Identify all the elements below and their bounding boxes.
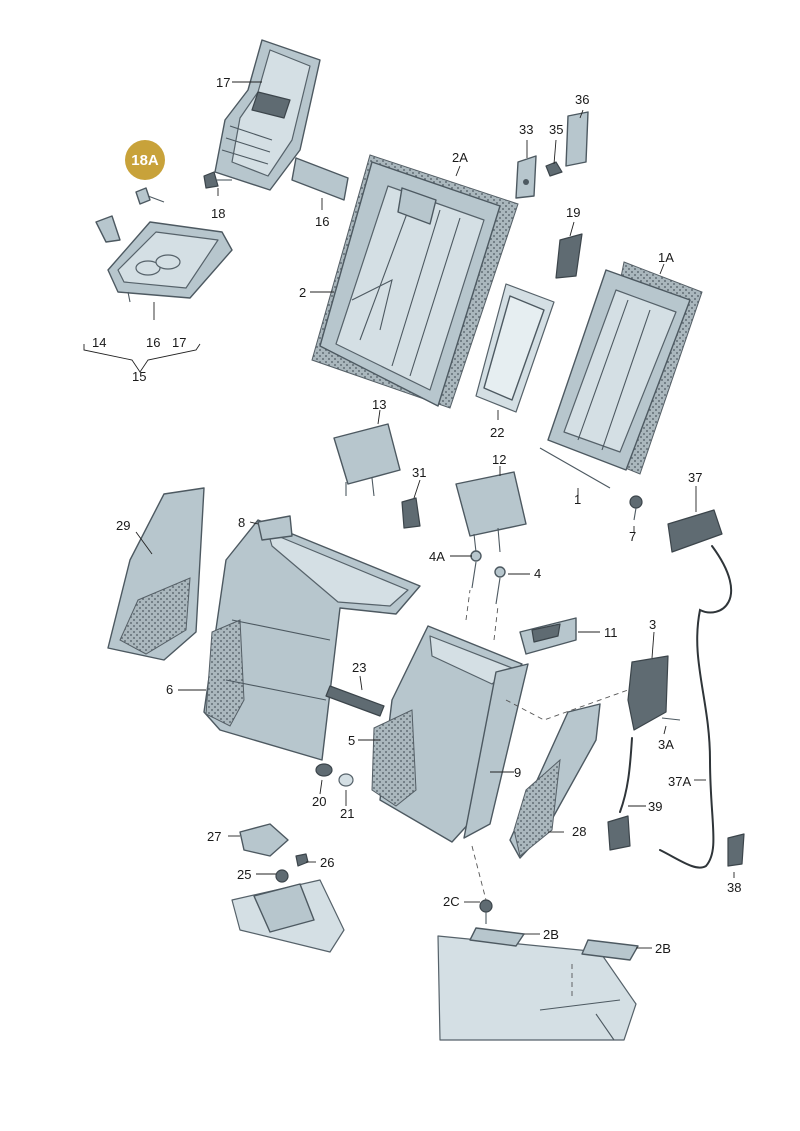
label-7: 7 [629, 529, 636, 544]
label-20: 20 [312, 794, 326, 809]
guide-4 [494, 566, 506, 605]
label-23: 23 [352, 660, 366, 675]
label-16: 16 [146, 335, 160, 350]
clip-35 [545, 161, 563, 177]
alignment-line [471, 845, 487, 901]
label-38: 38 [727, 880, 741, 895]
headrest-12 [455, 471, 527, 553]
label-28: 28 [572, 824, 586, 839]
label-27: 27 [207, 829, 221, 844]
label-37A: 37A [668, 774, 691, 789]
label-4: 4 [534, 566, 541, 581]
bolt-2C [479, 899, 493, 924]
label-19: 19 [566, 205, 580, 220]
label-9: 9 [514, 765, 521, 780]
label-1: 1 [574, 492, 581, 507]
armrest-frame-17 [214, 39, 321, 191]
label-22: 22 [490, 425, 504, 440]
cable-39 [619, 737, 633, 813]
lock-37 [667, 509, 723, 553]
screw-7 [629, 495, 643, 521]
headrest-13 [333, 423, 401, 497]
highlight-badge-18A[interactable]: 18A [125, 140, 165, 180]
label-17: 17 [216, 75, 230, 90]
strip-23 [325, 685, 385, 717]
floor-section-right [437, 935, 637, 1041]
clip-21 [338, 773, 354, 787]
label-4A: 4A [429, 549, 445, 564]
handle-11 [519, 617, 577, 655]
label-2B: 2B [655, 941, 671, 956]
clip-38 [727, 833, 745, 867]
alignment-line [465, 589, 471, 621]
screw-26 [295, 853, 309, 867]
side-cover-9 [463, 663, 529, 839]
label-5: 5 [348, 733, 355, 748]
label-36: 36 [575, 92, 589, 107]
label-3: 3 [649, 617, 656, 632]
armrest-14-16 [95, 215, 233, 303]
label-31: 31 [412, 465, 426, 480]
alignment-line [493, 605, 499, 641]
label-2B: 2B [543, 927, 559, 942]
label-37: 37 [688, 470, 702, 485]
label-2A: 2A [452, 150, 468, 165]
label-8: 8 [238, 515, 245, 530]
label-35: 35 [549, 122, 563, 137]
backrest-frame-2 [319, 161, 501, 407]
bracket-2B-right [581, 939, 639, 961]
bracket-33 [515, 155, 537, 199]
label-11: 11 [604, 625, 618, 640]
label-2C: 2C [443, 894, 460, 909]
clip-25 [275, 869, 289, 883]
label-18: 18 [211, 206, 225, 221]
label-12: 12 [492, 452, 506, 467]
label-2: 2 [299, 285, 306, 300]
highlight-badge-circle [125, 140, 165, 180]
label-16: 16 [315, 214, 329, 229]
label-1A: 1A [658, 250, 674, 265]
label-21: 21 [340, 806, 354, 821]
grommet-20 [315, 763, 333, 777]
connector-39 [607, 815, 631, 851]
cover-27 [239, 823, 289, 857]
backrest-frame-1 [539, 269, 691, 489]
cover-31 [401, 497, 421, 529]
floor-section-left [231, 879, 345, 953]
alignment-line [505, 689, 629, 721]
bolt-18 [203, 171, 232, 189]
label-15: 15 [132, 369, 146, 384]
label-13: 13 [372, 397, 386, 412]
label-25: 25 [237, 867, 251, 882]
label-17: 17 [172, 335, 186, 350]
leader-lines [83, 81, 735, 949]
label-29: 29 [116, 518, 130, 533]
screw-18A [135, 187, 165, 205]
label-26: 26 [320, 855, 334, 870]
side-bolster-29 [107, 487, 205, 661]
seat-backrest-cover-6 [203, 519, 421, 761]
cover-36 [565, 111, 589, 167]
label-6: 6 [166, 682, 173, 697]
armrest-pad-16 [291, 157, 349, 201]
trim-8 [257, 515, 293, 541]
frame-seal-22 [475, 283, 555, 413]
label-3A: 3A [658, 737, 674, 752]
label-33: 33 [519, 122, 533, 137]
part-labels: 17 18 16 14 16 17 15 2A 2 33 35 36 19 1A… [92, 75, 741, 956]
cable-37A [659, 545, 733, 869]
latch-19 [555, 233, 583, 279]
highlight-badge-label: 18A [131, 152, 159, 169]
label-39: 39 [648, 799, 662, 814]
backrest-cushion-5 [371, 625, 523, 843]
hinge-3 [627, 655, 681, 731]
guide-4A [470, 550, 482, 589]
side-panel-28 [509, 703, 601, 859]
label-14: 14 [92, 335, 106, 350]
bracket-2B-left [469, 927, 525, 947]
